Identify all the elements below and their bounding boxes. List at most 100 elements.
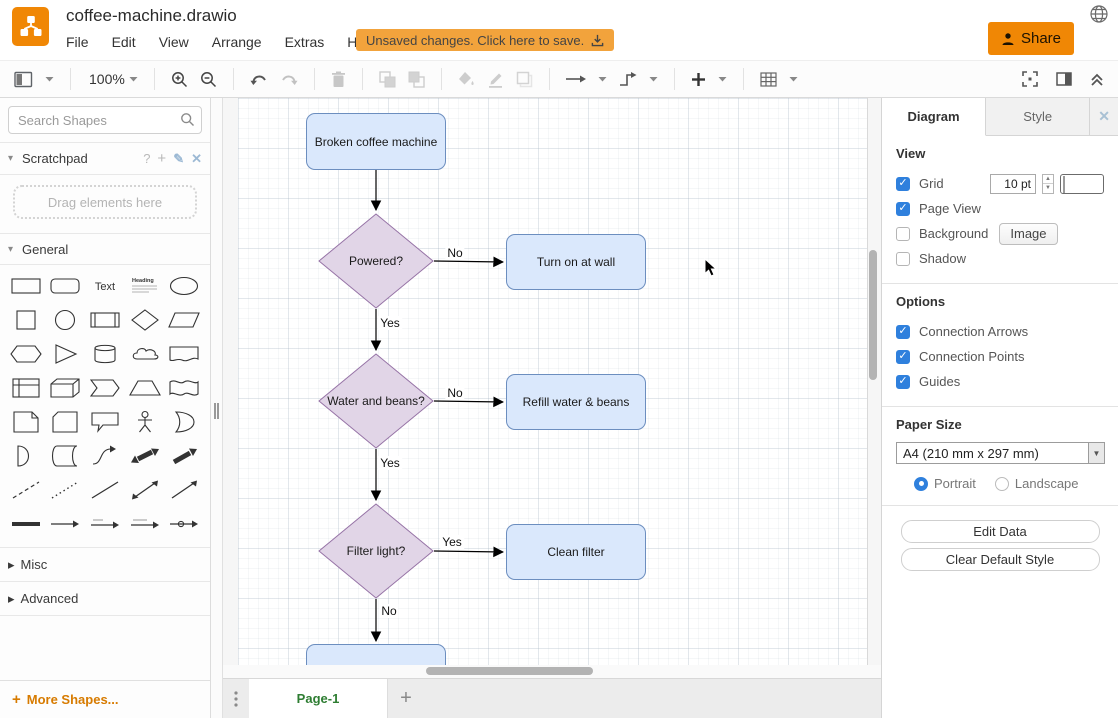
shape-or[interactable] xyxy=(164,407,204,437)
node-clean[interactable]: Clean filter xyxy=(506,524,646,580)
table-caret[interactable] xyxy=(785,66,802,92)
fill-color-button[interactable] xyxy=(454,66,479,92)
tab-diagram[interactable]: Diagram xyxy=(882,98,987,136)
more-shapes-button[interactable]: + More Shapes... xyxy=(0,680,210,718)
connection-arrows-checkbox[interactable]: ✓ xyxy=(896,324,910,339)
shape-curve[interactable] xyxy=(85,441,125,471)
view-panels-button[interactable] xyxy=(10,66,37,92)
shape-arrow-connector-2[interactable] xyxy=(85,509,125,539)
shape-rectangle[interactable] xyxy=(6,271,46,301)
insert-caret[interactable] xyxy=(714,66,731,92)
vertical-scrollbar[interactable] xyxy=(869,250,877,380)
edit-data-button[interactable]: Edit Data xyxy=(900,520,1100,543)
shape-arrow-connector-1[interactable] xyxy=(46,509,86,539)
guides-checkbox[interactable]: ✓ xyxy=(896,374,910,389)
scratchpad-add-icon[interactable]: + xyxy=(157,150,167,167)
line-color-button[interactable] xyxy=(483,66,508,92)
background-checkbox[interactable] xyxy=(896,226,910,241)
zoom-out-button[interactable] xyxy=(196,66,221,92)
shape-parallelogram[interactable] xyxy=(164,305,204,335)
shape-trapezoid[interactable] xyxy=(125,373,165,403)
shape-note[interactable] xyxy=(6,407,46,437)
shadow-checkbox[interactable] xyxy=(896,251,910,266)
table-button[interactable] xyxy=(756,66,781,92)
grid-size-input[interactable]: 10 pt xyxy=(990,173,1036,194)
redo-button[interactable] xyxy=(276,66,302,92)
shape-bidirectional-arrow[interactable] xyxy=(125,441,165,471)
shape-line[interactable] xyxy=(85,475,125,505)
shape-ellipse[interactable] xyxy=(164,271,204,301)
fullscreen-button[interactable] xyxy=(1018,66,1042,92)
shape-cylinder[interactable] xyxy=(85,339,125,369)
shape-document[interactable] xyxy=(164,339,204,369)
waypoints-button[interactable] xyxy=(615,66,641,92)
grid-size-stepper[interactable]: ▲▼ xyxy=(1042,173,1054,194)
scratchpad-help-icon[interactable]: ? xyxy=(143,151,151,166)
tab-style[interactable]: Style xyxy=(986,98,1091,135)
background-image-button[interactable]: Image xyxy=(999,222,1058,245)
shape-arrow-connector-3[interactable] xyxy=(125,509,165,539)
zoom-level-dropdown[interactable]: 100% xyxy=(83,66,142,92)
page-view-checkbox[interactable]: ✓ xyxy=(896,201,910,216)
scratchpad-drop-area[interactable]: Drag elements here xyxy=(13,185,197,219)
node-next[interactable] xyxy=(306,644,446,665)
shape-dashed-line[interactable] xyxy=(6,475,46,505)
menu-arrange[interactable]: Arrange xyxy=(211,34,262,50)
shape-arrow[interactable] xyxy=(164,441,204,471)
shape-hexagon[interactable] xyxy=(6,339,46,369)
landscape-radio[interactable] xyxy=(994,476,1009,491)
shape-rounded-rectangle[interactable] xyxy=(46,271,86,301)
shape-connector-endpoint[interactable] xyxy=(164,509,204,539)
add-page-button[interactable]: + xyxy=(400,687,412,709)
menu-edit[interactable]: Edit xyxy=(111,34,136,50)
menu-file[interactable]: File xyxy=(66,34,89,50)
shape-circle[interactable] xyxy=(46,305,86,335)
search-shapes-input[interactable] xyxy=(8,106,202,134)
grid-checkbox[interactable]: ✓ xyxy=(896,176,910,191)
shape-actor[interactable] xyxy=(125,407,165,437)
close-panel-icon[interactable]: ✕ xyxy=(1098,108,1110,124)
shape-step[interactable] xyxy=(85,373,125,403)
undo-button[interactable] xyxy=(246,66,272,92)
shape-card[interactable] xyxy=(46,407,86,437)
shape-bidirectional-connector[interactable] xyxy=(125,475,165,505)
share-button[interactable]: Share xyxy=(987,22,1074,55)
scratchpad-edit-icon[interactable]: ✎ xyxy=(173,150,185,166)
misc-section-header[interactable]: ▸ Misc xyxy=(0,548,210,582)
delete-button[interactable] xyxy=(327,66,350,92)
insert-button[interactable] xyxy=(687,66,710,92)
page-tab[interactable]: Page-1 xyxy=(249,679,388,718)
scratchpad-close-icon[interactable]: ✕ xyxy=(191,150,202,166)
format-panel-toggle-button[interactable] xyxy=(1052,66,1076,92)
pages-menu-icon[interactable] xyxy=(223,690,249,707)
shape-internal-storage[interactable] xyxy=(6,373,46,403)
view-panels-caret[interactable] xyxy=(41,66,58,92)
node-start[interactable]: Broken coffee machine xyxy=(306,113,446,170)
shape-tape[interactable] xyxy=(164,373,204,403)
menu-view[interactable]: View xyxy=(158,34,189,50)
connection-button[interactable] xyxy=(562,66,590,92)
shape-process[interactable] xyxy=(85,305,125,335)
shape-dotted-line[interactable] xyxy=(46,475,86,505)
node-powered[interactable]: Powered? xyxy=(318,213,434,309)
node-turn-on[interactable]: Turn on at wall xyxy=(506,234,646,290)
sidebar-resize-handle[interactable] xyxy=(211,98,222,718)
unsaved-changes-banner[interactable]: Unsaved changes. Click here to save. xyxy=(356,29,615,51)
connection-points-checkbox[interactable]: ✓ xyxy=(896,349,910,364)
scratchpad-header[interactable]: ▾ Scratchpad ? + ✎ ✕ xyxy=(0,143,210,175)
shape-directional-connector[interactable] xyxy=(164,475,204,505)
collapse-expand-button[interactable] xyxy=(1086,66,1108,92)
portrait-radio[interactable] xyxy=(914,476,928,491)
menu-extras[interactable]: Extras xyxy=(284,34,325,50)
horizontal-scrollbar[interactable] xyxy=(426,667,593,675)
to-front-button[interactable] xyxy=(375,66,400,92)
shape-textbox[interactable]: Heading xyxy=(125,271,165,301)
language-globe-icon[interactable] xyxy=(1089,4,1109,24)
general-section-header[interactable]: ▾ General xyxy=(0,233,210,265)
zoom-in-button[interactable] xyxy=(167,66,192,92)
shape-cube[interactable] xyxy=(46,373,86,403)
shape-text[interactable]: Text xyxy=(85,271,125,301)
shape-triangle[interactable] xyxy=(46,339,86,369)
node-water[interactable]: Water and beans? xyxy=(318,353,434,449)
